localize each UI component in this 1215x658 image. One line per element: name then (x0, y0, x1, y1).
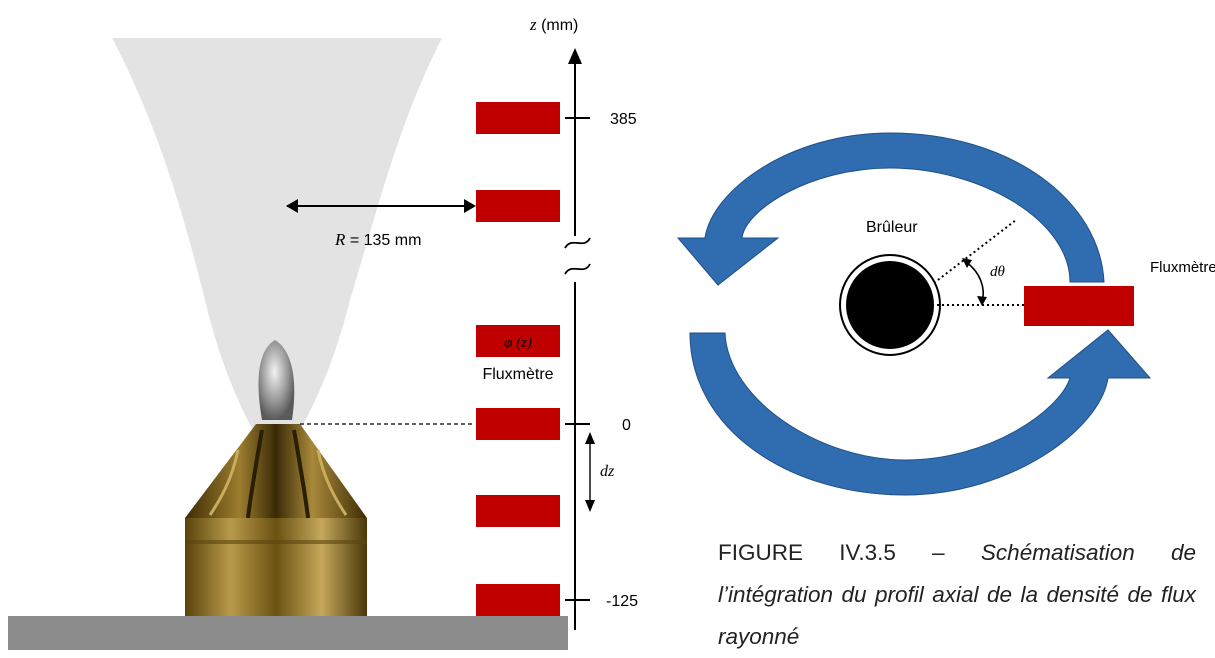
dz-label: dz (600, 463, 615, 480)
angle-arc (965, 261, 984, 303)
angle-label: dθ (990, 264, 1006, 280)
figure-caption: FIGURE IV.3.5 – Schématisation de l’inté… (718, 532, 1196, 658)
axis-break (564, 237, 591, 275)
tick-label-0: 0 (622, 417, 631, 434)
right-diagram: Brûleur dθ Fluxmètre (676, 132, 1215, 496)
ground (8, 616, 568, 650)
z-axis-arrowhead (568, 48, 582, 64)
fluxmeter-mid (476, 190, 560, 222)
burner-fin (208, 449, 240, 516)
fluxmeter-right (1024, 286, 1134, 326)
caption-label: FIGURE IV.3.5 – (718, 540, 981, 565)
burner-fin (292, 429, 310, 519)
smoke-plume (112, 38, 442, 440)
burner-label: Brûleur (866, 219, 918, 236)
left-diagram: R = 135 mm φ (z) Fluxmètre z (mm) 385 0 … (8, 15, 638, 650)
flame (258, 340, 295, 420)
tick-label-385: 385 (610, 111, 637, 128)
fluxmeter-label-left: Fluxmètre (482, 366, 553, 383)
angle-ray-oblique (933, 219, 1017, 284)
burner-body (185, 518, 367, 616)
rotation-arrow-bottom (689, 329, 1152, 496)
fluxmeter-385 (476, 102, 560, 134)
phi-label: φ (z) (504, 335, 532, 351)
burner-circle-inner (846, 261, 934, 349)
fluxmeter-legend (476, 325, 560, 357)
burner-fin (246, 429, 264, 519)
radius-label: R = 135 mm (334, 230, 421, 249)
burner-fin (316, 449, 348, 516)
burner-cone (185, 424, 367, 518)
fluxmeter-0 (476, 408, 560, 440)
rotation-arrow-top (676, 132, 1105, 286)
fluxmeter-lower (476, 495, 560, 527)
caption-text: Schématisation de l’intégration du profi… (718, 540, 1197, 649)
fluxmeter-minus125 (476, 584, 560, 616)
z-axis-label: z (mm) (529, 15, 578, 34)
fluxmeter-label-right: Fluxmètre (1150, 259, 1215, 276)
tick-label-minus125: -125 (606, 593, 638, 610)
